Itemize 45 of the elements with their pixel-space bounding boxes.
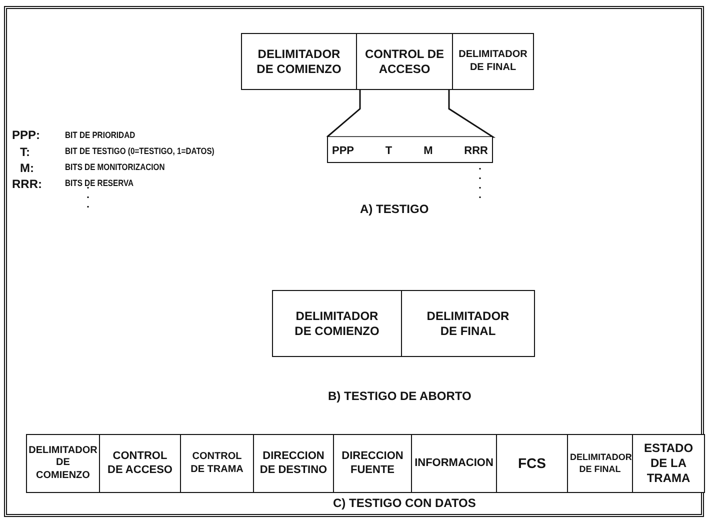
frame-field bbox=[632, 434, 705, 493]
field-label: ESTADO DE LA TRAMA bbox=[642, 441, 694, 486]
caption: B) TESTIGO DE ABORTO bbox=[328, 389, 472, 403]
bit-label: T bbox=[385, 145, 392, 159]
field-label: DELIMITADOR DE FINAL bbox=[426, 308, 510, 338]
field-label: DELIMITADOR DE COMIENZO bbox=[256, 46, 342, 76]
frame-field bbox=[356, 33, 453, 90]
field-label: FCS bbox=[518, 454, 546, 472]
legend-text: BIT DE TESTIGO (0=TESTIGO, 1=DATOS) bbox=[65, 146, 214, 156]
legend-text: BIT DE PRIORIDAD bbox=[65, 130, 136, 140]
frame-field bbox=[567, 434, 633, 493]
frame-field bbox=[253, 434, 334, 493]
frame-field bbox=[333, 434, 412, 493]
legend-key: RRR: bbox=[12, 177, 42, 191]
bit-label: M bbox=[424, 145, 433, 159]
frame-field bbox=[401, 290, 535, 357]
field-label: CONTROL DE ACCESO bbox=[106, 450, 174, 478]
field-label: DELIMITADOR DE COMIENZO bbox=[28, 444, 98, 482]
frame-field bbox=[241, 33, 357, 90]
bit-label: PPP bbox=[332, 145, 354, 159]
legend-key: PPP: bbox=[12, 128, 40, 142]
field-label: CONTROL DE ACCESO bbox=[364, 46, 444, 76]
frame-field bbox=[496, 434, 568, 493]
frame-field bbox=[26, 434, 100, 493]
expansion-bracket bbox=[326, 89, 496, 138]
frame-field bbox=[180, 434, 254, 493]
field-label: DELIMITADOR DE FINAL bbox=[570, 452, 630, 475]
field-label: DIRECCION FUENTE bbox=[340, 450, 404, 478]
legend-key: M: bbox=[20, 161, 34, 175]
frame-field bbox=[99, 434, 181, 493]
field-label: CONTROL DE TRAMA bbox=[190, 451, 244, 476]
field-label: DELIMITADOR DE COMIENZO bbox=[294, 308, 380, 338]
bit-label: RRR bbox=[464, 145, 488, 159]
frame-field bbox=[411, 434, 497, 493]
legend-text: BITS DE MONITORIZACION bbox=[65, 162, 165, 172]
frame-field bbox=[327, 137, 493, 163]
frame-field bbox=[272, 290, 402, 357]
field-label: DIRECCION DE DESTINO bbox=[258, 450, 328, 478]
caption: C) TESTIGO CON DATOS bbox=[333, 496, 476, 510]
legend-text: BITS DE RESERVA bbox=[65, 178, 134, 188]
field-label: DELIMITADOR DE FINAL bbox=[458, 49, 528, 74]
legend-key: T: bbox=[20, 145, 30, 159]
caption: A) TESTIGO bbox=[360, 202, 429, 216]
frame-field bbox=[452, 33, 534, 90]
field-label: INFORMACION bbox=[414, 456, 494, 470]
